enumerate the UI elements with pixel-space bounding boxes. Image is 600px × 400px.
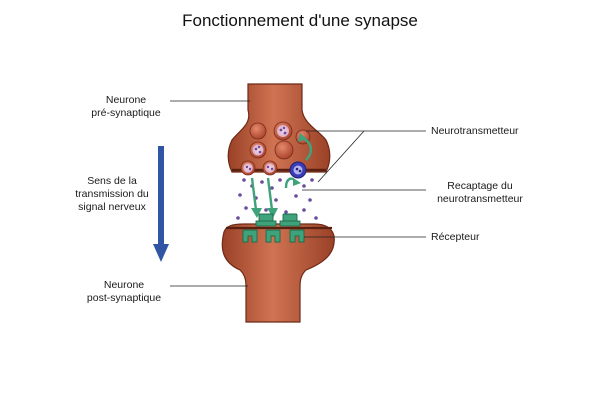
label-pre-synaptic-neuron: Neurone pré-synaptique — [91, 94, 161, 119]
leader-lines — [170, 100, 426, 287]
receptors — [242, 213, 305, 243]
direction-arrow — [153, 146, 169, 262]
label-receptor: Récepteur — [431, 231, 480, 243]
diagram-title: Fonctionnement d'une synapse — [182, 11, 418, 30]
label-reuptake: Recaptage du neurotransmetteur — [437, 180, 523, 205]
reuptake-transporter — [289, 161, 307, 179]
vesicles — [240, 121, 311, 176]
release-arrows — [250, 177, 278, 218]
neurotransmitters-cleft — [236, 178, 318, 220]
label-transmission-direction: Sens de la transmission du signal nerveu… — [75, 175, 149, 213]
label-post-synaptic-neuron: Neurone post-synaptique — [86, 279, 162, 304]
recycle-arrowhead — [298, 133, 307, 142]
reuptake-arrowhead — [293, 178, 301, 186]
label-neurotransmitter: Neurotransmetteur — [431, 125, 519, 137]
